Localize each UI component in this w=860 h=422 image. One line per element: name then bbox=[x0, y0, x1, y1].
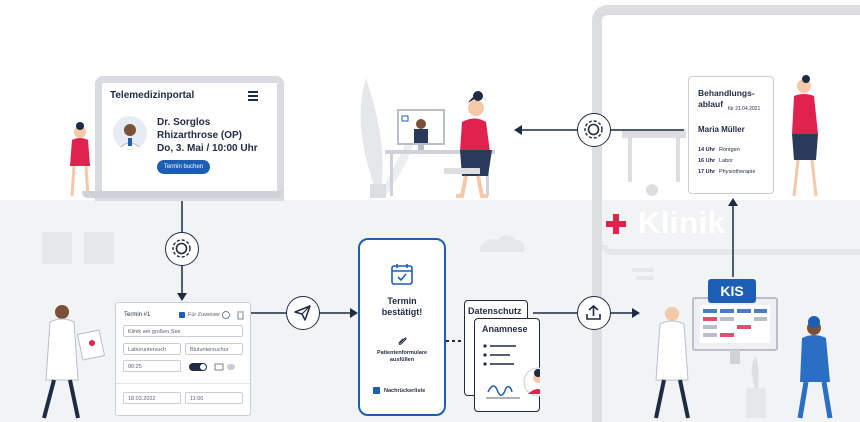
appointment-details: Dr. Sorglos Rhizarthrose (OP) Do, 3. Mai… bbox=[157, 116, 258, 155]
board-title-line2: ablauf bbox=[698, 99, 724, 109]
hamburger-menu-icon[interactable] bbox=[248, 91, 258, 101]
exam-select-left[interactable]: Laboruntersuch bbox=[123, 343, 181, 355]
signature-icon bbox=[487, 385, 513, 396]
schedule-time: 16 Uhr bbox=[698, 158, 716, 164]
schedule-time: 14 Uhr bbox=[698, 147, 716, 153]
kis-badge: KIS bbox=[708, 279, 756, 303]
appointment-form: Termin #1 Für Zuweiser Klinik am großen … bbox=[115, 302, 251, 416]
gear-icon bbox=[165, 232, 199, 266]
cloud-decoration bbox=[480, 235, 525, 252]
hospital-bed bbox=[622, 130, 686, 138]
doctor-avatar bbox=[113, 116, 147, 150]
referrer-checkbox[interactable]: Für Zuweiser bbox=[179, 312, 220, 318]
doctor-bottom-right bbox=[665, 307, 679, 321]
confirmed-line2: bestätigt! bbox=[381, 307, 423, 317]
form-actions-icons[interactable] bbox=[222, 310, 246, 320]
desk bbox=[385, 150, 495, 154]
upload-icon bbox=[577, 296, 611, 330]
gear-icon bbox=[577, 113, 611, 147]
paperclip-icon bbox=[398, 337, 407, 345]
toggle-and-print-icons[interactable] bbox=[187, 361, 241, 373]
patient-name: Maria Müller bbox=[698, 125, 745, 134]
doctor-bottom-left bbox=[55, 305, 69, 319]
board-date: für 21.04.2021 bbox=[728, 106, 761, 112]
doctor-name: Dr. Sorglos bbox=[157, 117, 211, 128]
checkbox-checked-icon bbox=[179, 312, 185, 318]
waitlist-label: Nachrückerliste bbox=[384, 387, 426, 394]
patient-forms-line1: Patientenformulare bbox=[376, 350, 428, 356]
board-title: Behandlungs- ablauf bbox=[698, 88, 755, 110]
book-appointment-button[interactable]: Termin buchen bbox=[157, 160, 210, 174]
confirmed-line1: Termin bbox=[387, 296, 417, 306]
portal-title: Telemedizinportal bbox=[110, 90, 195, 101]
time-field[interactable]: 11:00 bbox=[185, 392, 243, 404]
appointment-datetime: Do, 3. Mai / 10:00 Uhr bbox=[157, 143, 258, 154]
schedule-task: Röntgen bbox=[719, 147, 740, 153]
form-divider bbox=[116, 383, 250, 384]
patient-woman-left bbox=[74, 126, 86, 138]
patient-forms-link[interactable]: Patientenformulare ausfüllen bbox=[365, 350, 439, 364]
waitlist-checkbox[interactable]: Nachrückerliste bbox=[373, 387, 425, 394]
calendar-check-icon bbox=[391, 264, 413, 285]
appointment-confirmed-title: Termin bestätigt! bbox=[358, 296, 446, 318]
clinic-select[interactable]: Klinik am großen See bbox=[123, 325, 243, 337]
clinic-building-outline bbox=[592, 5, 860, 422]
treatment-schedule-board bbox=[688, 76, 774, 194]
specialty: Rhizarthrose (OP) bbox=[157, 130, 243, 141]
anamnesis-content bbox=[483, 344, 540, 399]
privacy-title: Datenschutz bbox=[468, 306, 522, 316]
schedule-time: 17 Uhr bbox=[698, 169, 716, 175]
referrer-checkbox-label: Für Zuweiser bbox=[188, 312, 221, 318]
laptop-base bbox=[82, 191, 283, 198]
xray-decoration bbox=[42, 232, 72, 264]
duration-select[interactable]: 00:25 bbox=[123, 360, 181, 372]
phone-confirmation bbox=[358, 238, 446, 416]
checkbox-checked-icon bbox=[373, 387, 380, 394]
form-title: Termin #1 bbox=[124, 312, 151, 318]
board-title-line1: Behandlungs- bbox=[698, 88, 755, 98]
patient-forms-line2: ausfüllen bbox=[389, 357, 415, 363]
anamnesis-title: Anamnese bbox=[482, 324, 528, 334]
patient-at-desk bbox=[468, 100, 484, 116]
date-field[interactable]: 18.03.2022 bbox=[123, 392, 181, 404]
clinic-label: Klinik bbox=[638, 205, 726, 240]
exam-select-right[interactable]: Blutuntersuchur bbox=[185, 343, 243, 355]
schedule-task: Physiotherapie bbox=[719, 169, 756, 175]
send-icon bbox=[286, 296, 320, 330]
schedule-task: Labor bbox=[719, 158, 734, 164]
plant-decoration bbox=[360, 78, 383, 196]
